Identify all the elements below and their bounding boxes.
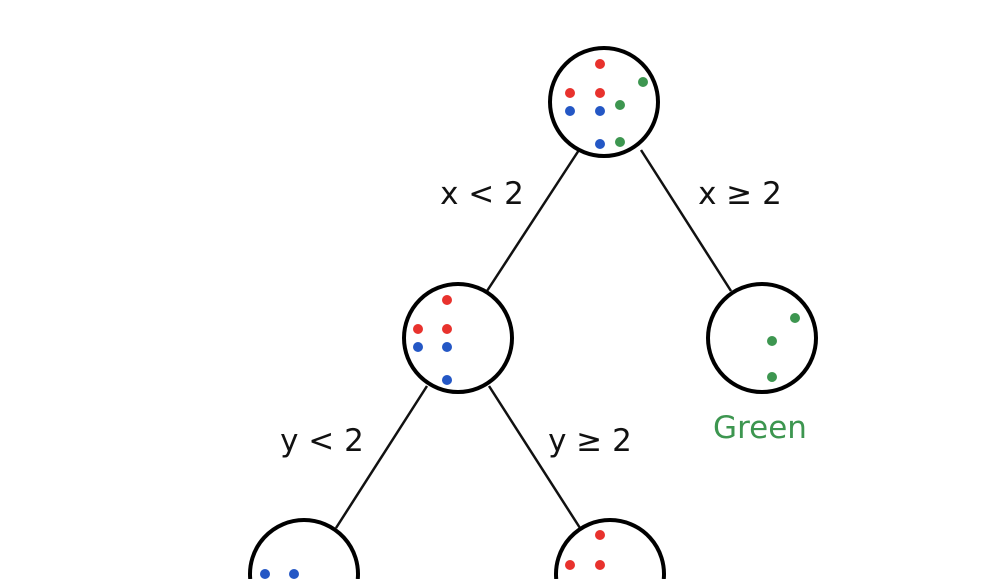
edge-root-right: [639, 149, 733, 292]
node-left-right: [554, 518, 666, 579]
leaf-label-green: Green: [713, 410, 807, 446]
blue-data-point: [260, 569, 270, 579]
blue-data-point: [442, 342, 452, 352]
node-left: [402, 282, 514, 394]
edge-label-y-geq-2: y ≥ 2: [548, 423, 632, 459]
red-data-point: [442, 295, 452, 305]
red-data-point: [595, 59, 605, 69]
red-data-point: [413, 324, 423, 334]
red-data-point: [595, 560, 605, 570]
node-left-left: [248, 518, 360, 579]
edge-label-x-geq-2: x ≥ 2: [698, 176, 782, 212]
red-data-point: [565, 560, 575, 570]
green-data-point: [615, 100, 625, 110]
green-data-point: [790, 313, 800, 323]
green-data-point: [638, 77, 648, 87]
blue-data-point: [413, 342, 423, 352]
green-data-point: [615, 137, 625, 147]
blue-data-point: [442, 375, 452, 385]
red-data-point: [595, 530, 605, 540]
green-data-point: [767, 372, 777, 382]
green-data-point: [767, 336, 777, 346]
blue-data-point: [595, 106, 605, 116]
node-root: [548, 46, 660, 158]
blue-data-point: [595, 139, 605, 149]
edge-left-left: [334, 385, 429, 529]
edge-label-x-less-2: x < 2: [440, 176, 524, 212]
edge-label-y-less-2: y < 2: [280, 423, 364, 459]
blue-data-point: [565, 106, 575, 116]
red-data-point: [595, 88, 605, 98]
edge-root-left: [485, 149, 581, 292]
edge-left-right: [487, 385, 582, 529]
red-data-point: [565, 88, 575, 98]
node-right: [706, 282, 818, 394]
blue-data-point: [289, 569, 299, 579]
red-data-point: [442, 324, 452, 334]
